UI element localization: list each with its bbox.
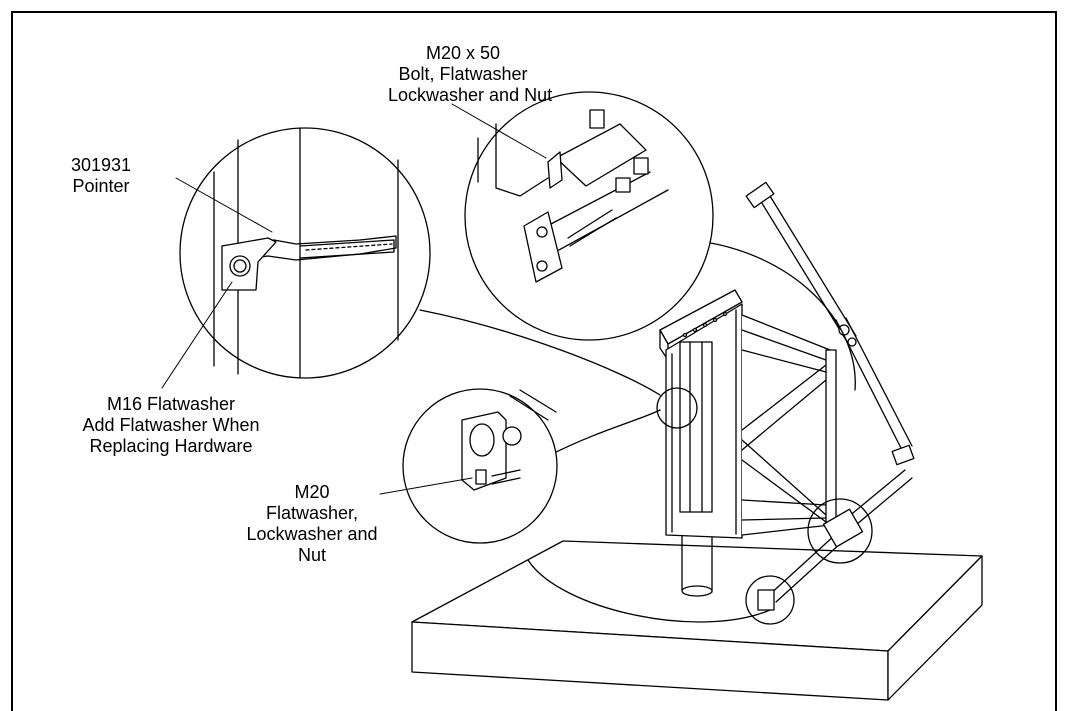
detail-pointer <box>179 127 661 396</box>
callout-m20: M20 Flatwasher, Lockwasher and Nut <box>232 482 392 566</box>
callout-m20-line-2: Flatwasher, <box>265 503 359 523</box>
callout-pointer: 301931 Pointer <box>56 155 146 197</box>
callout-m20-line-3: Lockwasher and <box>246 524 378 544</box>
callout-bolt-line-2: Bolt, Flatwasher <box>398 64 528 84</box>
locator-circle-bolt <box>807 498 873 564</box>
detail-bolt <box>464 91 856 391</box>
lower-brace <box>757 469 913 611</box>
callout-m16-line-2: Add Flatwasher When <box>82 415 260 435</box>
callout-m20-line-1: M20 <box>294 482 330 502</box>
callout-m16-line-1: M16 Flatwasher <box>106 394 236 414</box>
locator-circle-pointer <box>656 387 698 429</box>
locator-circle-m20 <box>745 575 795 625</box>
callout-bolt-line-3: Lockwasher and Nut <box>388 85 553 105</box>
detail-m20 <box>402 388 771 623</box>
callout-bolt: M20 x 50 Bolt, Flatwasher Lockwasher and… <box>388 43 553 106</box>
callout-bolt-line-1: M20 x 50 <box>425 43 501 63</box>
leader-lines <box>161 103 547 495</box>
diagram-frame <box>11 11 1057 711</box>
callout-m16-flatwasher: M16 Flatwasher Add Flatwasher When Repla… <box>66 394 276 457</box>
mount-frame <box>659 289 837 539</box>
concrete-base <box>411 540 983 701</box>
callout-pointer-line-1: 301931 <box>70 155 132 175</box>
upper-brace <box>745 181 915 466</box>
callout-m16-line-3: Replacing Hardware <box>89 436 253 456</box>
callout-m20-line-4: Nut <box>297 545 326 565</box>
callout-pointer-line-2: Pointer <box>72 176 130 196</box>
